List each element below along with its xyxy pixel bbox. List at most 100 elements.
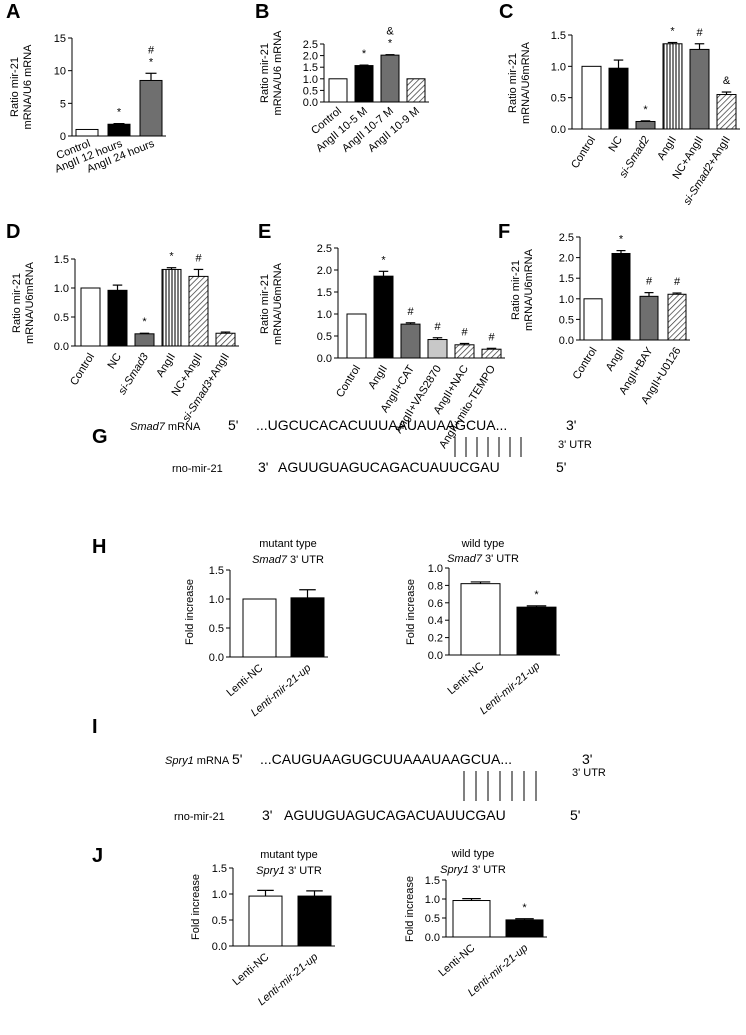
y-tick-label: 1.0: [425, 894, 440, 906]
y-tick-label: 1.5: [551, 30, 566, 42]
mir-label: rno-mir-21: [172, 463, 223, 475]
mir-label: rno-mir-21: [174, 811, 225, 823]
bar: [639, 295, 659, 341]
y-tick-label: 0.6: [428, 598, 443, 610]
y-tick-label: 1.0: [209, 594, 224, 606]
significance-mark: *: [117, 107, 122, 119]
y-tick-label: 0.0: [209, 652, 224, 664]
y-tick-label: 1.5: [317, 287, 332, 299]
y-tick-label: 0.0: [212, 941, 227, 953]
significance-mark: *: [388, 38, 393, 50]
bar: [346, 313, 367, 359]
significance-mark: *: [362, 48, 367, 60]
utr-text: 3' UTR: [285, 865, 322, 877]
y-tick-label: 1.5: [212, 863, 227, 875]
significance-mark: &: [386, 26, 394, 38]
y-tick-label: 0: [60, 131, 66, 143]
bar: [481, 348, 502, 359]
y-axis-label-line1: Ratio mir-21: [259, 43, 271, 103]
bar: [452, 900, 491, 938]
category-label: NC: [606, 134, 625, 154]
mrna-sequence: ...CAUGUAAGUGCUUAAAUAAGCUA...: [260, 751, 512, 767]
y-axis-label-line2: mRNA/U6mRNA: [523, 248, 535, 331]
sequence-panel-g: G Smad7 mRNA 5' ...UGCUCACACUUUAAUAUAAGC…: [92, 417, 592, 475]
bar: [328, 78, 348, 103]
y-tick-label: 0.4: [428, 615, 443, 627]
y-tick-label: 1.0: [559, 294, 574, 306]
category-label: Lenti-NC: [224, 662, 265, 699]
panel-label: A: [6, 1, 20, 23]
bar: [427, 339, 448, 359]
category-rest: +AngII: [205, 351, 232, 385]
y-tick-label: 1.0: [54, 283, 69, 295]
significance-mark: *: [142, 316, 147, 328]
y-tick-label: 5: [60, 98, 66, 110]
bar: [248, 895, 283, 947]
mir-sequence: AGUUGUAGUCAGACUAUUCGAU: [284, 807, 506, 823]
bar: [581, 65, 602, 130]
category-label: Lenti-NC: [436, 942, 477, 979]
category-label: Control: [569, 134, 598, 170]
category-label: Control: [334, 363, 363, 399]
significance-mark: #: [461, 326, 468, 338]
y-axis-label-line2: mRNA/U6mRNA: [272, 262, 284, 345]
y-tick-label: 1.0: [212, 889, 227, 901]
y-tick-label: 0.0: [551, 124, 566, 136]
y-tick-label: 1.5: [209, 565, 224, 577]
significance-mark: #: [148, 44, 155, 56]
bar: [716, 94, 737, 130]
y-axis-label-line1: Ratio mir-21: [507, 53, 519, 113]
y-tick-label: 0.2: [428, 633, 443, 645]
utr-text: 3' UTR: [287, 554, 324, 566]
chart-subtitle: Smad7 3' UTR: [447, 553, 519, 565]
y-tick-label: 1.5: [559, 273, 574, 285]
y-tick-label: 2.0: [317, 265, 332, 277]
bar: [107, 289, 128, 347]
y-tick-label: 1.5: [425, 875, 440, 887]
y-tick-label: 0.5: [317, 331, 332, 343]
significance-mark: &: [723, 75, 731, 87]
pairing-lines: [454, 437, 522, 457]
bar: [460, 583, 501, 656]
category-label: Control: [571, 345, 600, 381]
y-tick-label: 0.0: [303, 97, 318, 109]
y-tick-label: 1.5: [303, 62, 318, 74]
category-label: Lenti-NC: [445, 660, 486, 697]
utr-label: 3' UTR: [572, 767, 606, 779]
category-label: AngII: [604, 345, 628, 373]
bar: [583, 298, 603, 341]
significance-mark: #: [488, 331, 495, 343]
y-tick-label: 0.8: [428, 580, 443, 592]
mrna-five-prime: 5': [232, 751, 242, 767]
y-tick-label: 0.5: [551, 93, 566, 105]
category-label: AngII: [655, 134, 679, 162]
utr-text: 3' UTR: [469, 864, 506, 876]
bar: [242, 598, 277, 658]
significance-mark: #: [434, 321, 441, 333]
y-axis-label: Fold increase: [184, 579, 196, 645]
bar: [635, 120, 656, 130]
svg-text:Spry1 mRNA: Spry1 mRNA: [165, 755, 230, 767]
significance-mark: #: [195, 252, 202, 264]
y-tick-label: 2.0: [303, 51, 318, 63]
chart-title: mutant type: [260, 849, 317, 861]
y-axis-label: Fold increase: [190, 874, 202, 940]
utr-text: 3' UTR: [482, 553, 519, 565]
category-italic: Lenti-mir-21-up: [478, 660, 543, 717]
bar: [80, 287, 101, 347]
significance-mark: *: [643, 104, 648, 116]
bar: [188, 275, 209, 347]
y-axis-label-line2: mRNA/U6mRNA: [24, 261, 36, 344]
bar: [454, 344, 475, 359]
significance-mark: *: [169, 251, 174, 263]
y-tick-label: 0.5: [303, 85, 318, 97]
mrna-gene-label: Smad7: [130, 421, 166, 433]
y-tick-label: 0.0: [428, 650, 443, 662]
panel-label: C: [499, 1, 513, 23]
y-axis-label: Ratio mir-21mRNA/U6mRNA: [507, 41, 532, 124]
y-tick-label: 0.0: [559, 335, 574, 347]
